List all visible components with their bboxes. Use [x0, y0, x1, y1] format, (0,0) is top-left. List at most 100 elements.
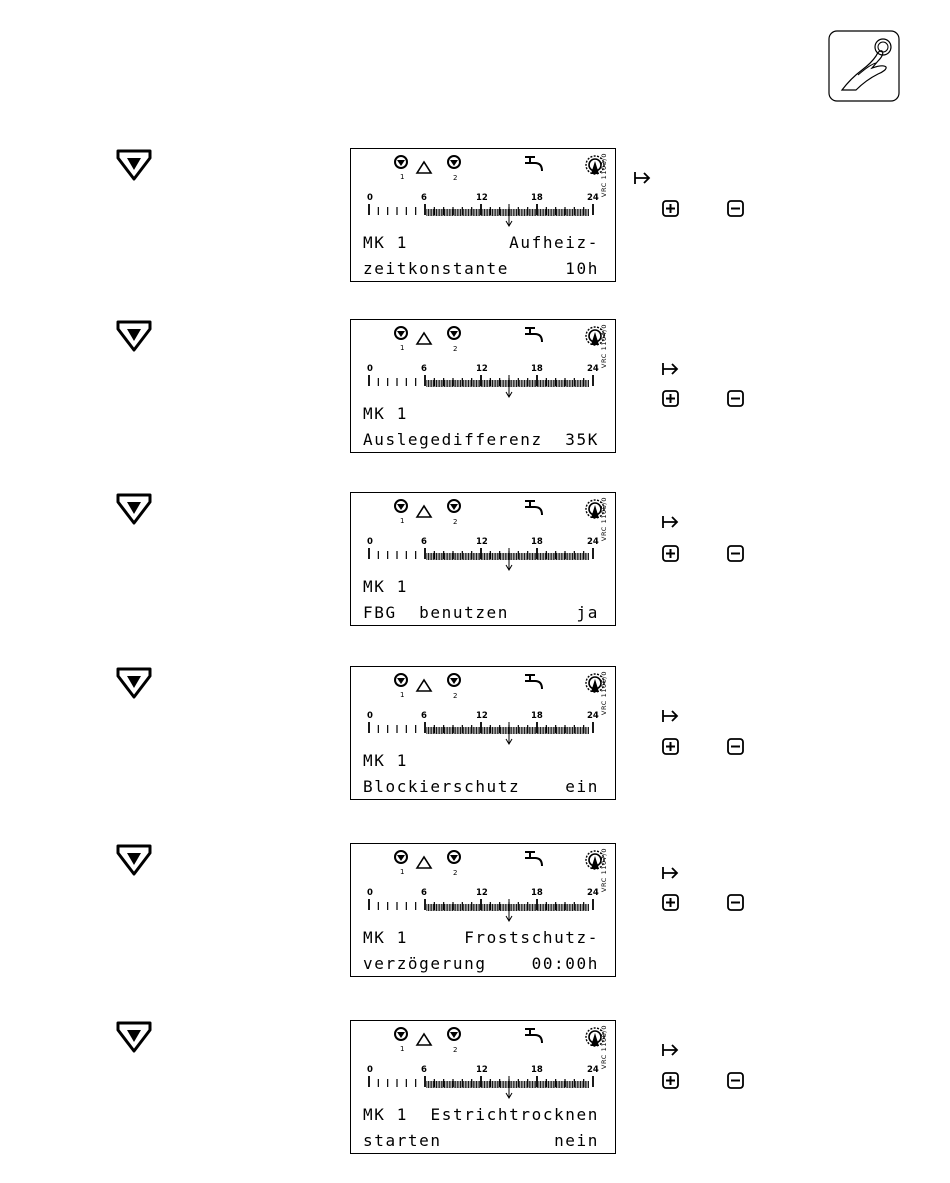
enter-arrow-icon[interactable]	[634, 170, 652, 186]
minus-key-icon[interactable]	[727, 545, 744, 562]
screen-code: VRC 1105/0	[600, 496, 608, 542]
pump-1-label: 1	[400, 173, 404, 181]
time-scale	[368, 899, 594, 922]
svg-text:0: 0	[367, 711, 373, 721]
time-scale	[368, 1076, 594, 1099]
scale-labels: 0 6 12 18 24	[367, 364, 599, 374]
pump-1-icon	[394, 499, 408, 513]
svg-text:18: 18	[531, 193, 543, 203]
plus-key-icon[interactable]	[662, 1072, 679, 1089]
lcd-symbols: 1 2 0 6 12 18 24	[367, 326, 605, 398]
svg-text:0: 0	[367, 888, 373, 898]
pump-1-icon	[394, 326, 408, 340]
enter-arrow-icon[interactable]	[662, 865, 680, 881]
current-time-pointer	[505, 375, 513, 398]
scale-labels: 0 6 12 18 24	[367, 1065, 599, 1075]
enter-arrow-icon[interactable]	[662, 514, 680, 530]
current-time-pointer	[505, 899, 513, 922]
minus-key-icon[interactable]	[727, 200, 744, 217]
screen-code: VRC 1103/0	[600, 152, 608, 198]
pump-2-icon	[447, 1027, 461, 1041]
tap-icon	[525, 327, 543, 343]
svg-text:6: 6	[421, 364, 427, 374]
svg-text:12: 12	[476, 537, 488, 547]
lcd-symbols: 1 2 0 6 12 18 24	[367, 673, 605, 745]
enter-arrow-icon[interactable]	[662, 1042, 680, 1058]
lcd-display: 1 2 0 6 12 18 24 VRC 1104/0 MK 1 Auslege…	[350, 319, 616, 453]
svg-text:18: 18	[531, 888, 543, 898]
triangle-icon	[415, 855, 433, 869]
parameter-row-3: 1 2 0 6 12 18 24 VRC 1105/0 MK 1 FBG ben…	[0, 492, 950, 632]
lcd-display: 1 2 0 6 12 18 24 VRC 1105/0 MK 1 FBG ben…	[350, 492, 616, 626]
svg-text:24: 24	[587, 1065, 599, 1075]
svg-text:24: 24	[587, 537, 599, 547]
svg-text:6: 6	[421, 1065, 427, 1075]
minus-key-icon[interactable]	[727, 1072, 744, 1089]
svg-text:24: 24	[587, 711, 599, 721]
scale-labels: 0 6 12 18 24	[367, 193, 599, 203]
plus-key-icon[interactable]	[662, 200, 679, 217]
triangle-icon	[415, 1032, 433, 1046]
parameter-row-2: 1 2 0 6 12 18 24 VRC 1104/0 MK 1 Auslege…	[0, 319, 950, 459]
current-time-pointer	[505, 1076, 513, 1099]
svg-text:6: 6	[421, 711, 427, 721]
hand-press-knob-icon	[828, 30, 900, 102]
pump-1-label: 1	[400, 868, 404, 876]
down-arrow-shield-icon[interactable]	[114, 319, 154, 353]
plus-key-icon[interactable]	[662, 738, 679, 755]
down-arrow-shield-icon[interactable]	[114, 666, 154, 700]
current-time-pointer	[505, 722, 513, 745]
svg-text:0: 0	[367, 193, 373, 203]
svg-text:0: 0	[367, 537, 373, 547]
pump-1-icon	[394, 1027, 408, 1041]
lcd-line-1: MK 1	[363, 751, 408, 770]
pump-2-label: 2	[453, 518, 457, 526]
time-scale	[368, 722, 594, 745]
svg-text:12: 12	[476, 1065, 488, 1075]
burner-icon	[585, 326, 605, 346]
time-scale	[368, 204, 594, 227]
svg-text:6: 6	[421, 888, 427, 898]
svg-text:12: 12	[476, 193, 488, 203]
pump-1-icon	[394, 155, 408, 169]
tap-icon	[525, 1028, 543, 1044]
down-arrow-shield-icon[interactable]	[114, 1020, 154, 1054]
plus-key-icon[interactable]	[662, 545, 679, 562]
pump-2-icon	[447, 499, 461, 513]
svg-text:24: 24	[587, 888, 599, 898]
svg-text:6: 6	[421, 193, 427, 203]
pump-2-icon	[447, 326, 461, 340]
lcd-line-1: MK 1	[363, 577, 408, 596]
plus-key-icon[interactable]	[662, 894, 679, 911]
plus-key-icon[interactable]	[662, 390, 679, 407]
enter-arrow-icon[interactable]	[662, 361, 680, 377]
svg-text:24: 24	[587, 193, 599, 203]
tap-icon	[525, 156, 543, 172]
minus-key-icon[interactable]	[727, 738, 744, 755]
scale-labels: 0 6 12 18 24	[367, 711, 599, 721]
triangle-icon	[415, 678, 433, 692]
pump-1-label: 1	[400, 517, 404, 525]
triangle-icon	[415, 331, 433, 345]
svg-text:18: 18	[531, 711, 543, 721]
down-arrow-shield-icon[interactable]	[114, 148, 154, 182]
svg-text:6: 6	[421, 537, 427, 547]
tap-icon	[525, 674, 543, 690]
burner-icon	[585, 499, 605, 519]
minus-key-icon[interactable]	[727, 390, 744, 407]
down-arrow-shield-icon[interactable]	[114, 492, 154, 526]
burner-icon	[585, 673, 605, 693]
svg-text:24: 24	[587, 364, 599, 374]
enter-arrow-icon[interactable]	[662, 708, 680, 724]
svg-text:12: 12	[476, 364, 488, 374]
lcd-line-1: MK 1	[363, 404, 408, 423]
down-arrow-shield-icon[interactable]	[114, 843, 154, 877]
minus-key-icon[interactable]	[727, 894, 744, 911]
scale-labels: 0 6 12 18 24	[367, 888, 599, 898]
